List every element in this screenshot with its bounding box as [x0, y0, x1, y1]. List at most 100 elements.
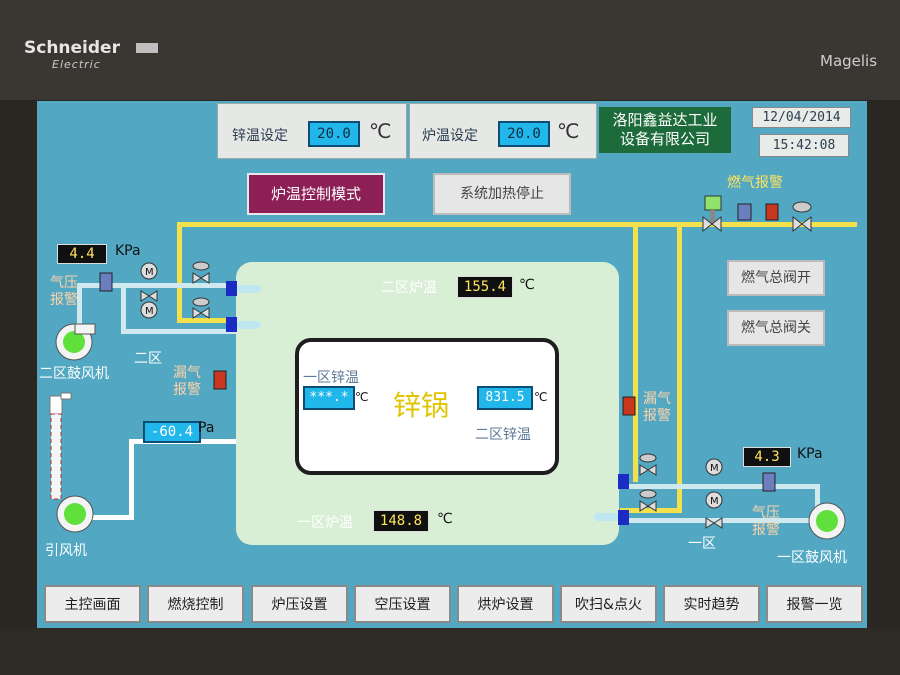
- zone1-pressure-alarm-line2: 报警: [752, 522, 780, 538]
- gas-alarm-lamp-icon: [765, 203, 779, 221]
- gas-regulator-valve-icon: [792, 201, 812, 233]
- zone2-leak-alarm-lamp-icon: [213, 370, 227, 390]
- zone1-air-pressure-unit: KPa: [797, 446, 823, 462]
- zone2-air-pressure-unit: KPa: [115, 243, 141, 259]
- zinc-setpoint-input[interactable]: 20.0: [308, 121, 360, 147]
- zone1-zone-label: 一区: [688, 536, 716, 552]
- gas-pipe-zone1-riser: [677, 222, 682, 512]
- zone2-leak-alarm-label: 漏气 报警: [173, 365, 201, 399]
- zone2-burner-upper: [226, 281, 237, 296]
- gas-pipe-zone1-lower: [620, 508, 682, 513]
- zone2-air-valve-icon: [140, 290, 158, 302]
- zone1-zinc-temp-unit: ℃: [355, 390, 369, 404]
- zone1-zinc-temp-display: ***.*: [303, 386, 355, 410]
- zone2-blower-label: 二区鼓风机: [39, 366, 109, 382]
- zone2-furnace-temp-label: 二区炉温: [381, 280, 437, 296]
- gas-pipe-main: [177, 222, 857, 227]
- zone2-burner-lower: [226, 317, 237, 332]
- furnace-setpoint-label: 炉温设定: [422, 128, 478, 144]
- furnace-temp-control-mode-button[interactable]: 炉温控制模式: [247, 173, 385, 215]
- zone1-furnace-temp-label: 一区炉温: [297, 515, 353, 531]
- zone1-pressure-alarm-label: 气压 报警: [752, 505, 780, 539]
- zone2-flame-lower: [237, 321, 261, 329]
- zone2-air-pressure-display: 4.4: [57, 244, 107, 264]
- induced-draft-fan-icon: [56, 495, 94, 533]
- zone2-blower-fan-icon: [55, 323, 96, 361]
- nav-alarm-list[interactable]: 报警一览: [766, 585, 863, 623]
- air-pipe-zone1-drop: [815, 484, 820, 522]
- zone1-leak-alarm-label: 漏气 报警: [643, 391, 671, 425]
- model-name: Magelis: [820, 52, 878, 70]
- zinc-pot-title: 锌锅: [393, 389, 450, 422]
- nav-purge-ignition[interactable]: 吹扫&点火: [560, 585, 657, 623]
- zone1-gas-valve-lower-icon: [639, 489, 657, 512]
- induced-draft-fan-label: 引风机: [45, 543, 87, 559]
- zone1-leak-alarm-line1: 漏气: [643, 391, 671, 407]
- flue-pipe-drop: [129, 439, 134, 519]
- chimney-icon: [49, 392, 72, 500]
- company-name-line1: 洛阳鑫益达工业: [612, 111, 718, 129]
- air-pipe-zone2-lower: [121, 329, 237, 334]
- zone2-motor-icon-upper: [140, 262, 158, 280]
- air-pipe-zone2-upper: [77, 283, 237, 288]
- equipment-icons: M M: [49, 195, 846, 540]
- nav-main-screen[interactable]: 主控画面: [44, 585, 141, 623]
- zone2-leak-alarm-line2: 报警: [173, 382, 201, 398]
- system-heating-stop-button[interactable]: 系统加热停止: [433, 173, 571, 215]
- nav-air-pressure-settings[interactable]: 空压设置: [354, 585, 451, 623]
- zone1-air-valve-icon: [705, 517, 723, 529]
- zone1-furnace-temp-display: 148.8: [373, 510, 429, 532]
- zinc-setpoint-label: 锌温设定: [232, 128, 288, 144]
- zinc-setpoint-unit: ℃: [369, 119, 392, 143]
- bottom-navigation: 主控画面 燃烧控制 炉压设置 空压设置 烘炉设置 吹扫&点火 实时趋势 报警一览: [37, 579, 867, 628]
- zone1-leak-alarm-line2: 报警: [643, 408, 671, 424]
- nav-realtime-trend[interactable]: 实时趋势: [663, 585, 760, 623]
- company-name-panel: 洛阳鑫益达工业 设备有限公司: [599, 107, 731, 153]
- zone1-gas-valve-upper-icon: [639, 453, 657, 476]
- gas-pipe-zone2-lower: [177, 318, 237, 323]
- zone2-gas-valve-upper-icon: [192, 261, 210, 284]
- furnace-draft-pressure-display: -60.4: [143, 421, 201, 443]
- zone1-burner-lower: [618, 510, 629, 525]
- zone1-motor-symbol-lower: M: [710, 496, 719, 507]
- zone2-zone-label: 二区: [134, 351, 162, 367]
- zone1-pressure-alarm-line1: 气压: [752, 505, 780, 521]
- flue-pipe-lower: [89, 515, 134, 520]
- date-display: 12/04/2014: [752, 107, 851, 128]
- zone2-zinc-temp-label: 二区锌温: [475, 427, 531, 443]
- zone2-pressure-alarm-label: 气压 报警: [50, 275, 78, 309]
- nav-combustion-control[interactable]: 燃烧控制: [147, 585, 244, 623]
- hmi-bezel-top: [0, 0, 900, 100]
- nav-furnace-drying-settings[interactable]: 烘炉设置: [457, 585, 554, 623]
- zone2-motor-symbol-lower: M: [145, 306, 154, 317]
- furnace-setpoint-unit: ℃: [557, 119, 580, 143]
- brand-logo-sub: Electric: [52, 58, 101, 71]
- gas-main-valve-open-button[interactable]: 燃气总阀开: [727, 260, 825, 296]
- zone1-flame-lower: [594, 513, 618, 521]
- zone2-motor-icon-lower: [140, 301, 158, 319]
- gas-pipe-zone1-branch: [633, 222, 638, 482]
- zone2-furnace-temp-display: 155.4: [457, 276, 513, 298]
- air-pipe-zone2-drop: [77, 283, 82, 333]
- gas-solenoid-icon: [737, 203, 752, 221]
- zone2-leak-alarm-line1: 漏气: [173, 365, 201, 381]
- zone1-motor-icon-upper: [705, 458, 723, 476]
- zone1-pressure-switch-icon: [762, 472, 776, 492]
- furnace-setpoint-input[interactable]: 20.0: [498, 121, 550, 147]
- zone2-zinc-temp-unit: ℃: [534, 390, 548, 404]
- zone2-pressure-switch-icon: [99, 272, 113, 292]
- zone1-blower-label: 一区鼓风机: [777, 550, 847, 566]
- zone2-motor-symbol-upper: M: [145, 267, 154, 278]
- zone2-pressure-alarm-line1: 气压: [50, 275, 78, 291]
- zone1-blower-fan-icon: [808, 502, 846, 540]
- zone1-zinc-temp-label: 一区锌温: [303, 370, 359, 386]
- zone2-furnace-temp-unit: ℃: [519, 277, 535, 293]
- gas-alarm-sensor-icon: [704, 195, 722, 224]
- hmi-bezel-bottom: [0, 628, 900, 675]
- zone2-zinc-temp-display: 831.5: [477, 386, 533, 410]
- zone2-flame-upper: [237, 285, 261, 293]
- zone2-pressure-alarm-line2: 报警: [50, 292, 78, 308]
- nav-furnace-pressure-settings[interactable]: 炉压设置: [251, 585, 348, 623]
- gas-alarm-label: 燃气报警: [727, 175, 783, 191]
- gas-main-valve-close-button[interactable]: 燃气总阀关: [727, 310, 825, 346]
